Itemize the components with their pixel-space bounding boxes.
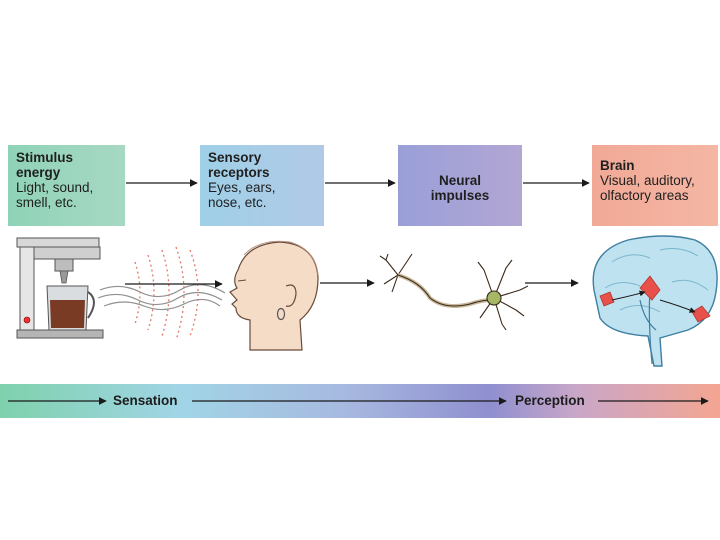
neuron-icon (379, 253, 529, 331)
neural-title-line2: impulses (430, 188, 490, 203)
stimulus-energy-box: Stimulus energy Light, sound, smell, etc… (8, 145, 125, 226)
sensory-receptors-box: Sensory receptors Eyes, ears, nose, etc. (200, 145, 324, 226)
brain-title: Brain (600, 158, 635, 173)
stimulus-title-line1: Stimulus (16, 150, 74, 165)
sensation-label: Sensation (113, 393, 178, 408)
receptors-desc-line2: nose, etc. (208, 195, 267, 210)
brain-icon (592, 235, 718, 367)
aroma-wisps (97, 284, 226, 311)
stimulus-desc-line1: Light, sound, (16, 180, 94, 195)
receptors-title-line1: Sensory (208, 150, 262, 165)
brain-desc-line1: Visual, auditory, (600, 173, 695, 188)
sound-waves (134, 246, 199, 341)
receptors-desc-line1: Eyes, ears, (208, 180, 276, 195)
brain-desc-line2: olfactory areas (600, 188, 689, 203)
stimulus-desc-line2: smell, etc. (16, 195, 77, 210)
neural-title-line1: Neural (438, 173, 482, 188)
human-head-icon (229, 240, 319, 351)
perception-label: Perception (515, 393, 585, 408)
stimulus-title-line2: energy (16, 165, 61, 180)
neural-impulses-box: Neural impulses (398, 145, 522, 226)
receptors-title-line2: receptors (208, 165, 270, 180)
coffee-maker-icon (16, 237, 104, 339)
brain-box: Brain Visual, auditory, olfactory areas (592, 145, 718, 226)
